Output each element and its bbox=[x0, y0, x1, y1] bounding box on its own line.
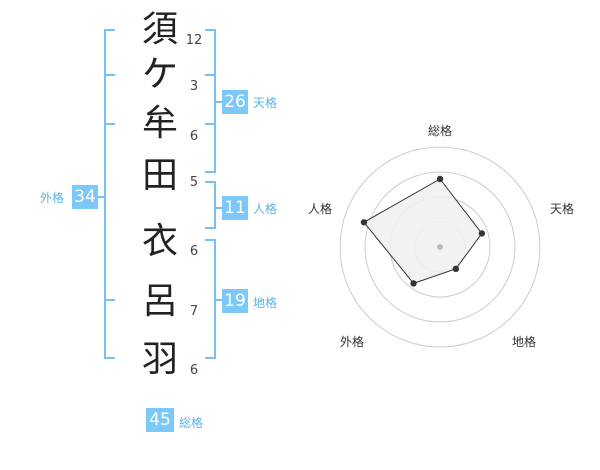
jinkaku-bracket bbox=[205, 181, 216, 229]
name-char-7: 羽 bbox=[141, 339, 178, 380]
radar-ring-3 bbox=[364, 171, 516, 323]
radar-label-tenkaku: 天格 bbox=[550, 202, 575, 216]
name-char-5: 衣 bbox=[141, 221, 178, 262]
stroke-count-4: 5 bbox=[189, 175, 199, 190]
gaikaku-bracket bbox=[104, 29, 115, 359]
radar-label-jinkaku: 人格 bbox=[308, 202, 333, 216]
stroke-count-5: 6 bbox=[189, 244, 199, 259]
name-char-6: 呂 bbox=[141, 281, 178, 322]
jinkaku-value-badge: 11 bbox=[222, 196, 248, 220]
stroke-count-1: 12 bbox=[185, 33, 203, 48]
tenkaku-value-badge: 26 bbox=[222, 90, 248, 114]
gaikaku-value-badge: 34 bbox=[72, 185, 98, 209]
name-char-2: ケ bbox=[141, 54, 178, 95]
name-char-3: 牟 bbox=[141, 103, 178, 144]
radar-label-chikaku: 地格 bbox=[512, 335, 537, 349]
soukaku-value-badge: 45 bbox=[146, 408, 174, 432]
radar-point-4 bbox=[410, 280, 417, 287]
radar-label-soukaku: 総格 bbox=[428, 124, 453, 138]
radar-ring-4 bbox=[339, 146, 541, 348]
radar-point-2 bbox=[478, 230, 486, 237]
radar-point-1 bbox=[436, 175, 444, 183]
gaikaku-label: 外格 bbox=[40, 191, 65, 205]
jinkaku-label: 人格 bbox=[253, 202, 278, 216]
stroke-count-6: 7 bbox=[189, 304, 199, 319]
name-char-1: 須 bbox=[141, 9, 178, 50]
radar-polygon bbox=[363, 178, 483, 284]
radar-label-gaikaku: 外格 bbox=[340, 335, 365, 349]
stroke-count-3: 6 bbox=[189, 129, 199, 144]
radar-center-dot bbox=[437, 244, 443, 250]
name-char-4: 田 bbox=[141, 155, 178, 196]
radar-point-5 bbox=[360, 219, 368, 226]
radar-point-3 bbox=[452, 265, 460, 273]
stroke-count-7: 6 bbox=[189, 363, 199, 378]
stroke-count-2: 3 bbox=[189, 79, 199, 94]
chikaku-value-badge: 19 bbox=[222, 289, 248, 313]
chikaku-label: 地格 bbox=[253, 296, 278, 310]
tenkaku-label: 天格 bbox=[253, 96, 278, 110]
soukaku-label: 総格 bbox=[179, 416, 204, 430]
